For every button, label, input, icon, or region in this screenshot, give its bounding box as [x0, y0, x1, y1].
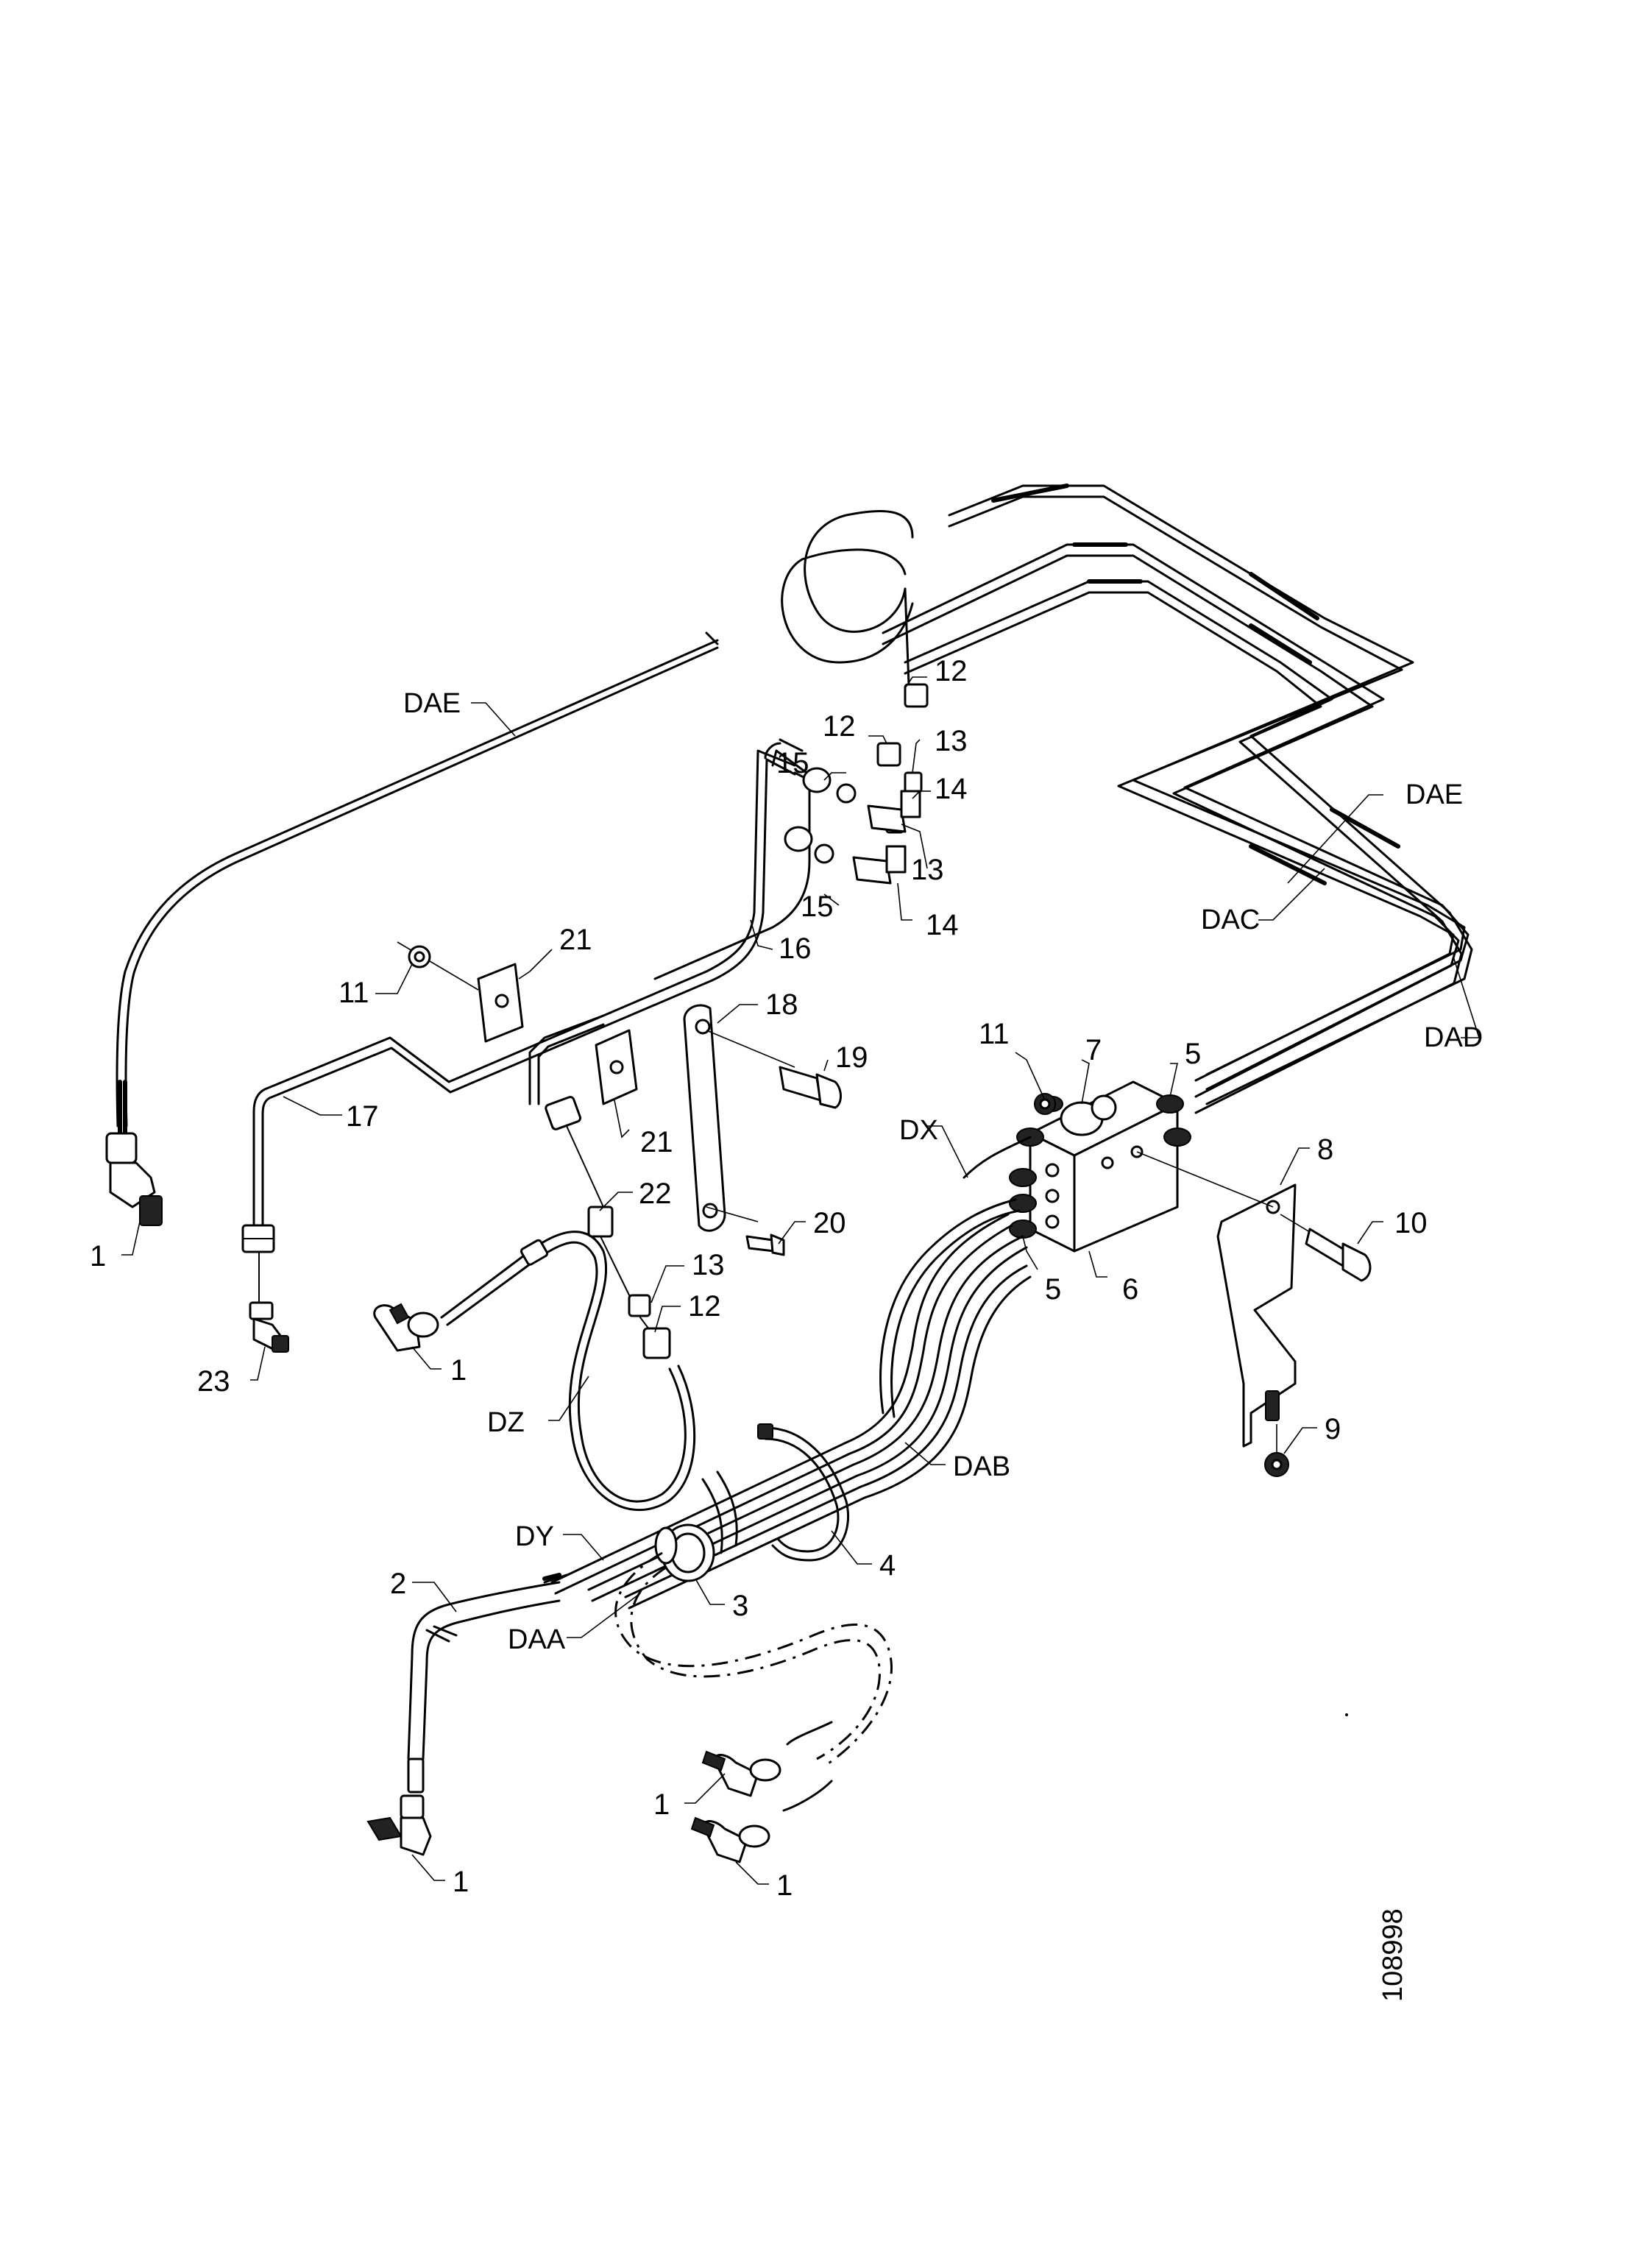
hose-dy-2 [407, 1573, 568, 1794]
hose-lower-dashed [782, 1721, 833, 1812]
grommet-3 [654, 1523, 715, 1582]
callout-11-valve: 11 [979, 1018, 1010, 1050]
callout-1-bottom-right: 1 [776, 1869, 793, 1902]
callout-20: 20 [813, 1207, 846, 1239]
callout-8: 8 [1317, 1133, 1333, 1166]
callout-6: 6 [1122, 1273, 1138, 1306]
callout-dx: DX [899, 1115, 938, 1146]
callout-13-mid: 13 [911, 854, 944, 886]
callout-dae-left: DAE [403, 688, 461, 719]
callout-1-mid: 1 [450, 1354, 467, 1387]
callout-22: 22 [639, 1178, 672, 1210]
bolt-10 [1280, 1214, 1372, 1282]
callout-14-top: 14 [935, 773, 968, 805]
callout-dy: DY [515, 1521, 554, 1552]
callout-3: 3 [732, 1590, 748, 1622]
callout-5-top: 5 [1185, 1038, 1201, 1070]
callout-1-bottom-mid: 1 [653, 1788, 670, 1821]
pipe-dae-left [116, 631, 719, 1136]
callout-10: 10 [1394, 1207, 1428, 1239]
elbow-fitting-1-bottom-right [690, 1816, 770, 1863]
callout-daa: DAA [508, 1624, 566, 1655]
pipe-upper-bend [764, 738, 818, 782]
stray-dot [1345, 1713, 1348, 1716]
callout-21-upper: 21 [559, 924, 592, 956]
callout-dae-right: DAE [1405, 779, 1463, 810]
callout-12-mid: 12 [823, 710, 856, 743]
lower-hose-bundle [550, 1136, 1032, 1610]
drawing-number: 108998 [1378, 1908, 1408, 2002]
elbow-fitting-23 [249, 1301, 289, 1353]
hose-dz-loop [440, 1231, 696, 1511]
upper-pipe-bundle [882, 484, 1473, 1114]
clip-bracket-21-lower [595, 1029, 638, 1105]
plate-18 [683, 1004, 726, 1232]
clamp-4 [757, 1423, 850, 1562]
elbow-fitting-1-bottom-mid [701, 1750, 781, 1797]
callout-dz: DZ [487, 1407, 525, 1438]
callout-4: 4 [879, 1549, 896, 1582]
callout-14-bottom: 14 [926, 909, 959, 941]
callout-15-top: 15 [776, 747, 809, 779]
callout-11-upper: 11 [338, 977, 369, 1009]
elbow-fitting-1-mid [373, 1303, 439, 1352]
callout-5-bottom: 5 [1045, 1273, 1061, 1306]
pipe-22 [528, 1014, 671, 1359]
pipe-16-17 [252, 749, 811, 1231]
callout-15-bottom: 15 [801, 891, 834, 923]
callout-dac: DAC [1201, 905, 1260, 935]
callout-19: 19 [835, 1041, 868, 1074]
callout-dab: DAB [953, 1451, 1010, 1482]
bolt-20 [706, 1206, 785, 1256]
elbow-fitting-1-bottom-left [366, 1794, 432, 1856]
nut-fitting-17 [241, 1224, 275, 1303]
bolt-19 [706, 1030, 842, 1109]
callout-21-lower: 21 [640, 1126, 673, 1158]
callout-2: 2 [390, 1568, 406, 1600]
hose-daa-dashed [614, 1551, 893, 1768]
callout-1-left: 1 [90, 1240, 106, 1272]
callout-17: 17 [346, 1100, 379, 1133]
callout-9: 9 [1325, 1413, 1341, 1445]
break-marks [701, 1470, 738, 1554]
callout-12-top: 12 [935, 655, 968, 687]
callout-23: 23 [197, 1365, 230, 1398]
callout-7: 7 [1085, 1034, 1102, 1066]
nut-9 [1264, 1390, 1289, 1477]
callout-1-bottom-left: 1 [453, 1866, 469, 1898]
callout-labels: DAE DAE DAC DAD 12 12 13 14 15 13 15 14 … [90, 655, 1483, 1902]
fitting-group-12-15 [784, 683, 929, 885]
nut-11-valve [1034, 1093, 1056, 1115]
clip-bracket-21-upper [397, 941, 524, 1043]
coiled-hose [781, 509, 914, 686]
elbow-fitting-1-left [105, 1132, 163, 1226]
callout-dad: DAD [1424, 1022, 1483, 1053]
callout-16: 16 [779, 932, 812, 965]
nut-11-upper [408, 945, 431, 969]
leader-lines [121, 676, 1481, 1885]
valve-block-6 [1029, 1080, 1179, 1253]
callout-13-lower: 13 [692, 1249, 725, 1281]
callout-18: 18 [765, 988, 798, 1021]
callout-13-top: 13 [935, 725, 968, 757]
callout-12-lower: 12 [688, 1290, 721, 1323]
